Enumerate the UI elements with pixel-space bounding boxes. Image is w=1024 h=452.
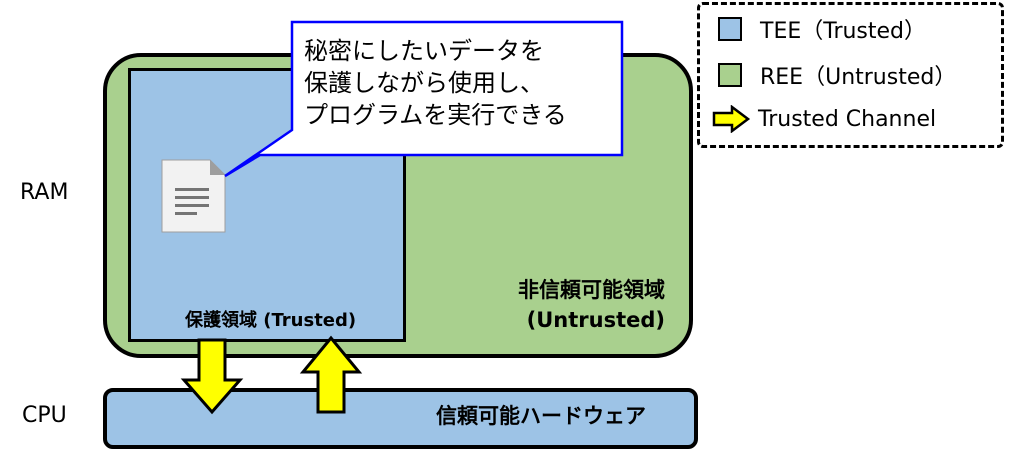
document-icon <box>161 159 226 233</box>
legend-item-tee: TEE（Trusted） <box>718 13 926 45</box>
legend-label-tee: TEE（Trusted） <box>760 19 927 44</box>
trusted-channel-up-arrow-icon <box>299 335 363 414</box>
ram-label: RAM <box>20 180 69 205</box>
tee-label: 保護領域 (Trusted) <box>185 310 357 331</box>
legend-item-channel: Trusted Channel <box>712 105 936 133</box>
legend-item-ree: REE（Untrusted） <box>718 59 956 91</box>
ree-swatch-icon <box>718 63 742 87</box>
trusted-channel-down-arrow-icon <box>180 338 244 415</box>
legend: TEE（Trusted） REE（Untrusted） Trusted Chan… <box>697 2 1004 148</box>
callout-bubble <box>224 20 624 178</box>
legend-label-channel: Trusted Channel <box>758 106 937 132</box>
tee-swatch-icon <box>718 17 742 41</box>
cpu-hardware-label: 信頼可能ハードウェア <box>436 404 646 428</box>
callout-text: 秘密にしたいデータを 保護しながら使用し、 プログラムを実行できる <box>304 35 616 131</box>
ree-label-line2: (Untrusted) <box>526 308 665 332</box>
ree-label-line1: 非信頼可能領域 <box>518 278 665 302</box>
cpu-hardware-region <box>103 388 698 449</box>
legend-label-ree: REE（Untrusted） <box>760 65 957 90</box>
cpu-label: CPU <box>22 403 67 428</box>
ree-label: 非信頼可能領域 (Untrusted) <box>470 275 665 335</box>
callout-line-3: プログラムを実行できる <box>304 101 567 129</box>
callout-line-2: 保護しながら使用し、 <box>304 69 544 97</box>
callout-line-1: 秘密にしたいデータを <box>304 37 544 65</box>
trusted-channel-arrow-icon <box>712 105 751 133</box>
